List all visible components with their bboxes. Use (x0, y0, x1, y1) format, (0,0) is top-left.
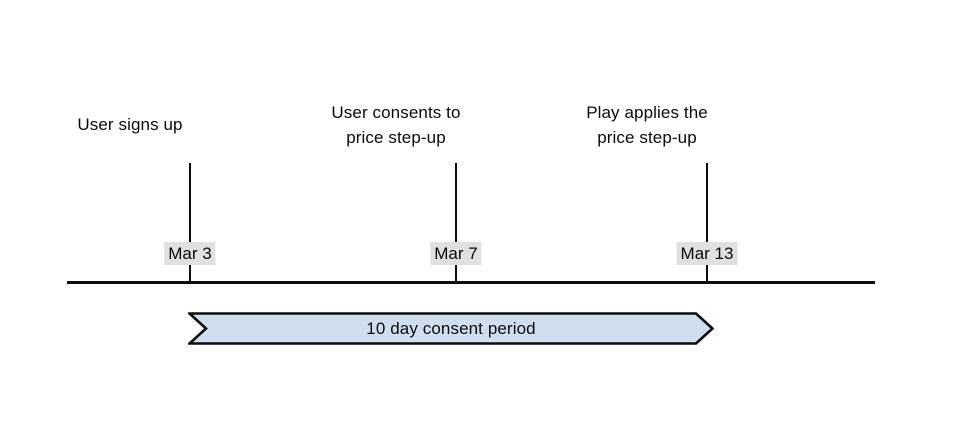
consent-period-banner: 10 day consent period (188, 312, 714, 345)
event-label-apply: Play applies the price step-up (586, 103, 708, 147)
event-label-consent: User consents to price step-up (331, 103, 461, 147)
event-date-badge-apply: Mar 13 (676, 242, 738, 265)
consent-period-label: 10 day consent period (366, 318, 536, 338)
event-tick-apply (706, 163, 708, 283)
event-label-signup: User signs up (77, 115, 183, 134)
chevron-arrow-icon (188, 312, 714, 345)
event-tick-signup (189, 163, 191, 283)
timeline-axis (67, 281, 875, 284)
event-tick-consent (455, 163, 457, 283)
event-date-badge-signup: Mar 3 (164, 242, 216, 265)
event-date-badge-consent: Mar 7 (430, 242, 482, 265)
